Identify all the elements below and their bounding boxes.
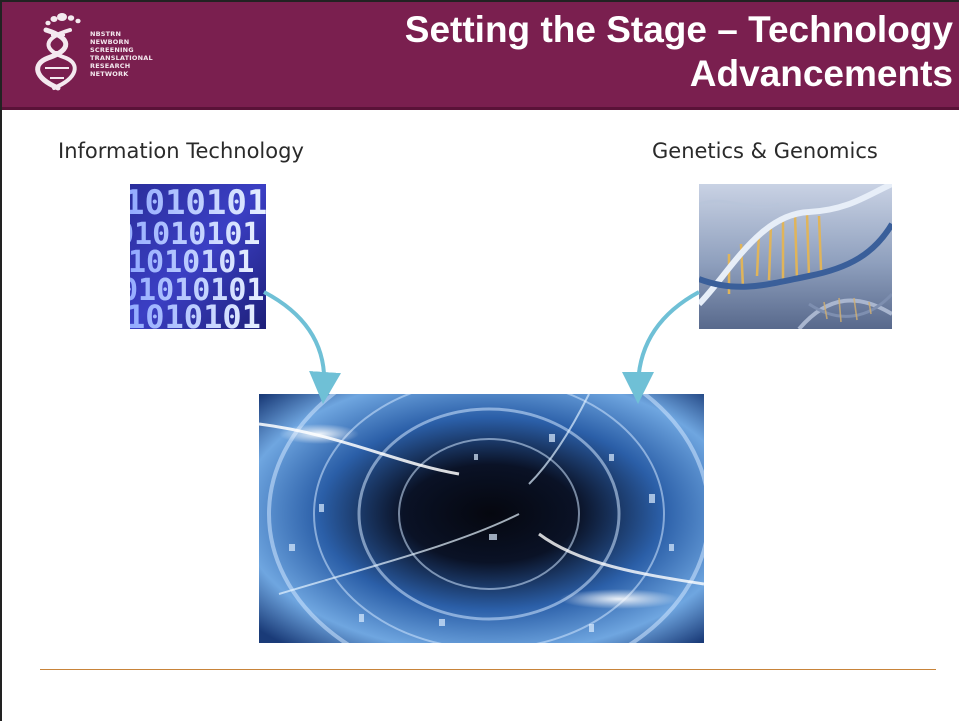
dna-helix-image bbox=[699, 184, 892, 329]
binary-row: 01010101 bbox=[130, 217, 261, 252]
binary-row: 1010101 bbox=[130, 184, 266, 223]
label-information-technology: Information Technology bbox=[58, 139, 304, 163]
data-tunnel-image bbox=[259, 394, 704, 643]
footer-divider bbox=[40, 669, 936, 670]
logo-text: NBSTRN NEWBORN SCREENING TRANSLATIONAL R… bbox=[90, 30, 153, 78]
label-genetics-genomics: Genetics & Genomics bbox=[652, 139, 878, 163]
arrow-from-it bbox=[263, 290, 341, 404]
binary-code-image: 1010101 01010101 1010101 01010101 101010… bbox=[130, 184, 266, 329]
binary-row: 1010101 bbox=[130, 245, 254, 280]
binary-row: 01010101 bbox=[130, 273, 265, 308]
slide-header: NBSTRN NEWBORN SCREENING TRANSLATIONAL R… bbox=[2, 2, 959, 110]
binary-row: 1010101 bbox=[130, 298, 261, 329]
arrow-from-genetics bbox=[622, 290, 700, 404]
nbstrn-logo: NBSTRN NEWBORN SCREENING TRANSLATIONAL R… bbox=[24, 8, 174, 96]
dna-footprint-icon bbox=[35, 13, 81, 91]
page-title: Setting the Stage – Technology Advanceme… bbox=[404, 9, 953, 94]
